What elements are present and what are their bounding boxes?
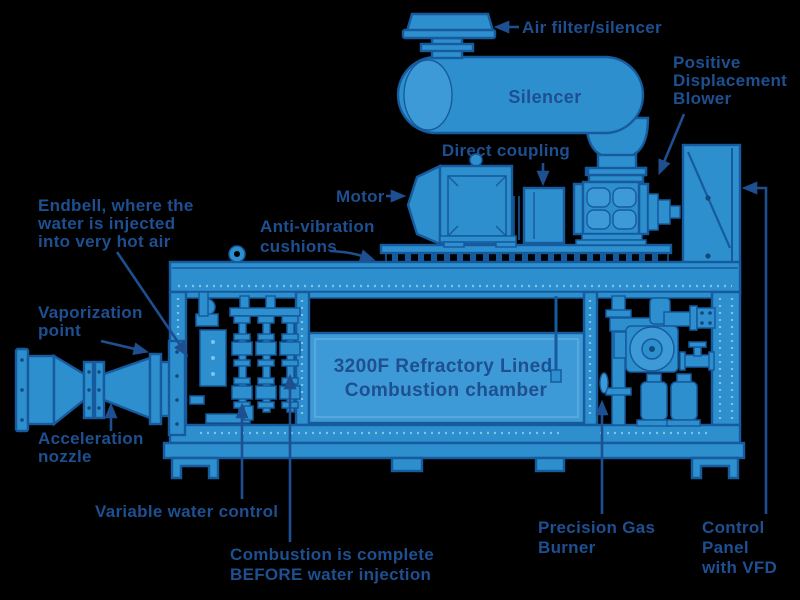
air-filter-label: Air filter/silencer (522, 18, 662, 37)
anti-vibration-arrow (329, 249, 376, 262)
thermocouple-probe (550, 296, 562, 383)
combustion-complete-label: Combustion is complete BEFORE water inje… (230, 545, 439, 584)
water-valve-column (231, 315, 253, 413)
anti-vibration-platform (379, 243, 673, 263)
direct-coupling-label: Direct coupling (442, 141, 570, 160)
acceleration-label: Acceleration nozzle (38, 429, 149, 466)
motor (406, 153, 520, 248)
lifting-lug (228, 245, 246, 263)
water-control-train (189, 291, 301, 424)
gas-valve (679, 341, 715, 371)
solenoid-valve (666, 373, 701, 427)
silencer: Silencer (396, 55, 645, 135)
combustion-chamber-label: 3200F Refractory Lined Combustion chambe… (334, 356, 559, 401)
acceleration-nozzle-assembly (14, 339, 187, 437)
variable-water-label: Variable water control (95, 502, 278, 521)
air-filter (401, 12, 497, 60)
precision-gas-label: Precision Gas Burner (538, 518, 660, 557)
gas-burner-train (599, 295, 716, 427)
positive-displacement-blower (572, 166, 681, 246)
vaporization-arrow (100, 339, 149, 356)
anti-vibration-label: Anti-vibration cushions (260, 217, 380, 256)
combustion-air-blower (613, 325, 679, 373)
pd-blower-label: Positive Displacement Blower (673, 53, 792, 108)
combustion-chamber: 3200F Refractory Lined Combustion chambe… (307, 296, 586, 425)
water-valve-column (255, 315, 277, 413)
silencer-label: Silencer (508, 87, 581, 107)
vaporization-label: Vaporization point (38, 303, 148, 340)
control-panel-arrow (741, 181, 768, 514)
blower-shaft (647, 193, 681, 231)
endbell-arrow (115, 251, 189, 357)
motor-label: Motor (336, 187, 385, 206)
endbell-label: Endbell, where the water is injected int… (37, 196, 199, 251)
control-panel-label: Control Panel with VFD (701, 518, 777, 577)
direct-coupling-housing (522, 186, 566, 245)
pd-blower-arrow (658, 113, 686, 176)
solenoid-valve (636, 373, 671, 427)
